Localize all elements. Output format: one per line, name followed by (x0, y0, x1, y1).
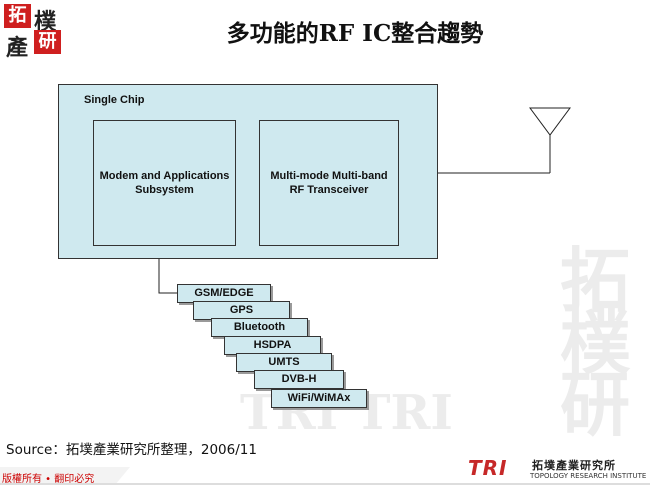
standard-item: GPS (193, 301, 290, 320)
copyright-text: 版權所有 • 翻印必究 (2, 474, 95, 485)
standards-link (158, 259, 178, 294)
tri-logo: TRI (468, 456, 507, 480)
footer-bar (0, 467, 650, 485)
institute-english-name: TOPOLOGY RESEARCH INSTITUTE (530, 472, 647, 480)
slide-title: 多功能的RF IC整合趨勢 (226, 20, 484, 47)
standard-item: DVB-H (254, 370, 344, 389)
tri-logo-letters: TRI (468, 456, 508, 480)
logo-char: 樸 (34, 9, 57, 35)
rf-transceiver-block: Multi-mode Multi-band RF Transceiver (259, 120, 399, 246)
source-note: Source：拓墣產業研究所整理，2006/11 (6, 442, 257, 458)
chip-label: Single Chip (84, 94, 145, 106)
standard-item: Bluetooth (211, 318, 308, 337)
company-logo: 拓 樸 產 研 (4, 4, 62, 61)
logo-char: 研 (34, 30, 61, 54)
modem-subsystem-block: Modem and Applications Subsystem (93, 120, 236, 246)
antenna-icon (529, 107, 571, 136)
standard-item: GSM/EDGE (177, 284, 271, 303)
standard-item: HSDPA (224, 336, 321, 355)
institute-name: 拓墣產業研究所 (532, 459, 616, 472)
watermark: 拓樸研 (560, 239, 630, 446)
logo-char: 拓 (4, 4, 31, 28)
logo-char: 產 (6, 35, 29, 61)
standard-item: WiFi/WiMAx (271, 389, 367, 408)
